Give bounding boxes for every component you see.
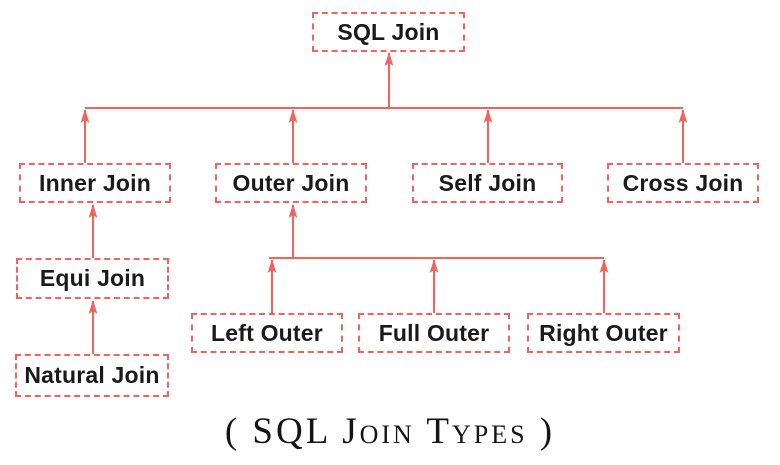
node-self-join-label: Self Join bbox=[438, 169, 537, 196]
node-natural-join-label: Natural Join bbox=[24, 362, 160, 388]
node-full-outer: Full Outer bbox=[358, 313, 510, 353]
node-self-join: Self Join bbox=[412, 163, 563, 203]
node-right-outer: Right Outer bbox=[527, 313, 680, 353]
node-full-outer-label: Full Outer bbox=[378, 319, 490, 346]
node-cross-join-label: Cross Join bbox=[622, 169, 744, 196]
node-outer-join-label: Outer Join bbox=[232, 169, 350, 196]
node-left-outer: Left Outer bbox=[191, 313, 343, 353]
node-outer-join: Outer Join bbox=[215, 163, 367, 203]
node-sql-join-label: SQL Join bbox=[337, 18, 440, 45]
node-cross-join: Cross Join bbox=[607, 163, 759, 203]
diagram-caption: ( SQL Join Types ) bbox=[224, 411, 556, 452]
node-inner-join: Inner Join bbox=[19, 163, 171, 203]
node-left-outer-label: Left Outer bbox=[211, 319, 323, 346]
node-natural-join: Natural Join bbox=[15, 354, 169, 397]
node-equi-join: Equi Join bbox=[16, 258, 169, 299]
node-right-outer-label: Right Outer bbox=[539, 319, 668, 346]
node-inner-join-label: Inner Join bbox=[39, 169, 151, 196]
node-sql-join: SQL Join bbox=[312, 12, 465, 52]
node-equi-join-label: Equi Join bbox=[39, 265, 146, 291]
